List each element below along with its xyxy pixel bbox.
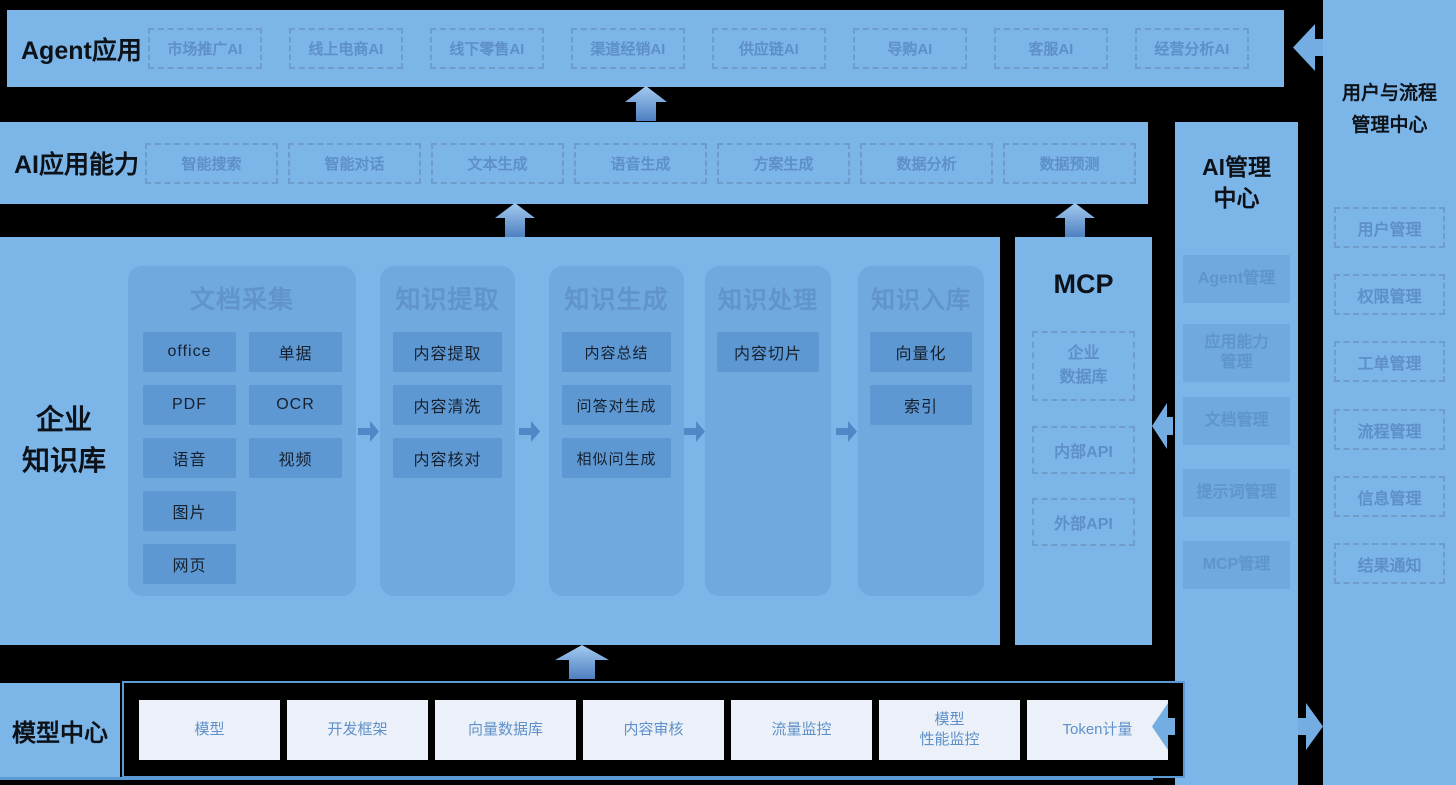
kb-column-title: 知识提取	[395, 286, 500, 314]
right-arrow-icon	[836, 421, 857, 442]
kb-column-extract: 知识提取 内容提取 内容清洗 内容核对	[380, 266, 515, 596]
kb-card: 内容核对	[393, 438, 502, 478]
mcp-item: 内部API	[1032, 426, 1135, 474]
user-process-item: 用户管理	[1334, 207, 1445, 248]
ai-capabilities-row: AI应用能力 智能搜索 智能对话 文本生成 语音生成 方案生成 数据分析 数据预…	[0, 122, 1148, 204]
model-center-item: Token计量	[1027, 699, 1168, 760]
ai-capability-chip: 智能对话	[288, 142, 422, 184]
left-arrow-icon	[1152, 703, 1175, 750]
mcp-item: 企业 数据库	[1032, 331, 1135, 401]
model-center-item: 模型 性能监控	[879, 699, 1020, 760]
kb-card: OCR	[249, 385, 342, 425]
right-arrow-icon	[519, 421, 540, 442]
ai-capability-chip: 方案生成	[717, 142, 851, 184]
mcp-item: 外部API	[1032, 498, 1135, 546]
user-process-item: 流程管理	[1334, 409, 1445, 450]
up-arrow-icon	[1055, 203, 1095, 237]
up-arrow-icon	[625, 86, 667, 121]
agent-app-chip: 经营分析AI	[1134, 28, 1249, 69]
kb-card: 内容提取	[393, 332, 502, 372]
ai-capability-chip: 语音生成	[574, 142, 708, 184]
ai-capability-chip: 数据分析	[860, 142, 994, 184]
ai-capabilities-chips: 智能搜索 智能对话 文本生成 语音生成 方案生成 数据分析 数据预测	[145, 142, 1146, 184]
ai-management-title: AI管理 中心	[1202, 154, 1271, 212]
kb-column-title: 知识生成	[564, 286, 669, 314]
kb-card: PDF	[143, 385, 236, 425]
kb-column-title: 知识入库	[871, 287, 971, 314]
ai-capability-chip: 智能搜索	[145, 142, 279, 184]
mcp-panel: MCP 企业 数据库 内部API 外部API	[1015, 237, 1152, 645]
kb-card: 内容总结	[562, 332, 671, 372]
left-arrow-icon	[1293, 24, 1323, 71]
agent-apps-chips: 市场推广AI 线上电商AI 线下零售AI 渠道经销AI 供应链AI 导购AI 客…	[147, 28, 1276, 69]
kb-column-title: 知识处理	[718, 287, 818, 314]
kb-card: 向量化	[870, 332, 972, 372]
agent-app-chip: 渠道经销AI	[570, 28, 685, 69]
user-process-title: 用户与流程 管理中心	[1341, 83, 1437, 137]
kb-card: 相似问生成	[562, 438, 671, 478]
model-center-title: 模型中心	[0, 683, 120, 777]
kb-column-doc-collect: 文档采集 office 单据 PDF OCR 语音 视频 图片 网页	[128, 266, 356, 596]
right-arrow-icon	[684, 421, 705, 442]
up-arrow-icon	[555, 645, 609, 679]
kb-column-generate: 知识生成 内容总结 问答对生成 相似问生成	[549, 266, 684, 596]
kb-card: 网页	[143, 544, 236, 584]
ai-capability-chip: 数据预测	[1003, 142, 1137, 184]
kb-card: 单据	[249, 332, 342, 372]
kb-card: 语音	[143, 438, 236, 478]
kb-card: 索引	[870, 385, 972, 425]
agent-app-chip: 客服AI	[993, 28, 1108, 69]
model-center-box: 模型 开发框架 向量数据库 内容审核 流量监控 模型 性能监控 Token计量	[122, 681, 1185, 778]
agent-apps-row: Agent应用 市场推广AI 线上电商AI 线下零售AI 渠道经销AI 供应链A…	[7, 10, 1284, 87]
agent-app-chip: 导购AI	[852, 28, 967, 69]
mcp-title: MCP	[1053, 269, 1114, 299]
kb-column-store: 知识入库 向量化 索引	[858, 266, 984, 596]
ai-management-item: 提示词管理	[1183, 469, 1290, 517]
user-process-item: 信息管理	[1334, 476, 1445, 517]
up-arrow-icon	[495, 203, 535, 237]
model-center-underline	[0, 777, 1153, 780]
agent-app-chip: 供应链AI	[711, 28, 826, 69]
kb-card: 视频	[249, 438, 342, 478]
kb-card: 内容切片	[717, 332, 819, 372]
model-center-item: 向量数据库	[435, 699, 576, 760]
user-process-panel: 用户与流程 管理中心 用户管理 权限管理 工单管理 流程管理 信息管理 结果通知	[1323, 0, 1456, 785]
model-center-item: 内容审核	[583, 699, 724, 760]
kb-card: 图片	[143, 491, 236, 531]
model-center-item: 流量监控	[731, 699, 872, 760]
ai-management-item: 文档管理	[1183, 397, 1290, 445]
user-process-item: 工单管理	[1334, 341, 1445, 382]
ai-capabilities-title: AI应用能力	[14, 151, 140, 179]
ai-management-item: MCP管理	[1183, 541, 1290, 589]
user-process-item: 权限管理	[1334, 274, 1445, 315]
agent-app-chip: 市场推广AI	[147, 28, 262, 69]
knowledge-base-panel: 企业 知识库 文档采集 office 单据 PDF OCR 语音 视频 图片 网…	[0, 237, 1000, 645]
ai-capability-chip: 文本生成	[431, 142, 565, 184]
agent-apps-title: Agent应用	[21, 36, 142, 65]
user-process-item: 结果通知	[1334, 543, 1445, 584]
kb-card: 内容清洗	[393, 385, 502, 425]
kb-column-title: 文档采集	[189, 286, 294, 314]
ai-management-item: 应用能力 管理	[1183, 324, 1290, 382]
kb-column-process: 知识处理 内容切片	[705, 266, 831, 596]
knowledge-base-title: 企业 知识库	[21, 404, 106, 476]
right-arrow-icon	[358, 421, 379, 442]
left-arrow-icon	[1152, 403, 1173, 449]
model-center-item: 开发框架	[287, 699, 428, 760]
agent-app-chip: 线上电商AI	[288, 28, 403, 69]
kb-card: office	[143, 332, 236, 372]
agent-app-chip: 线下零售AI	[429, 28, 544, 69]
ai-management-item: Agent管理	[1183, 255, 1290, 303]
ai-management-panel: AI管理 中心 Agent管理 应用能力 管理 文档管理 提示词管理 MCP管理	[1175, 122, 1298, 785]
kb-card: 问答对生成	[562, 385, 671, 425]
model-center-item: 模型	[139, 699, 280, 760]
right-arrow-icon	[1298, 703, 1323, 750]
